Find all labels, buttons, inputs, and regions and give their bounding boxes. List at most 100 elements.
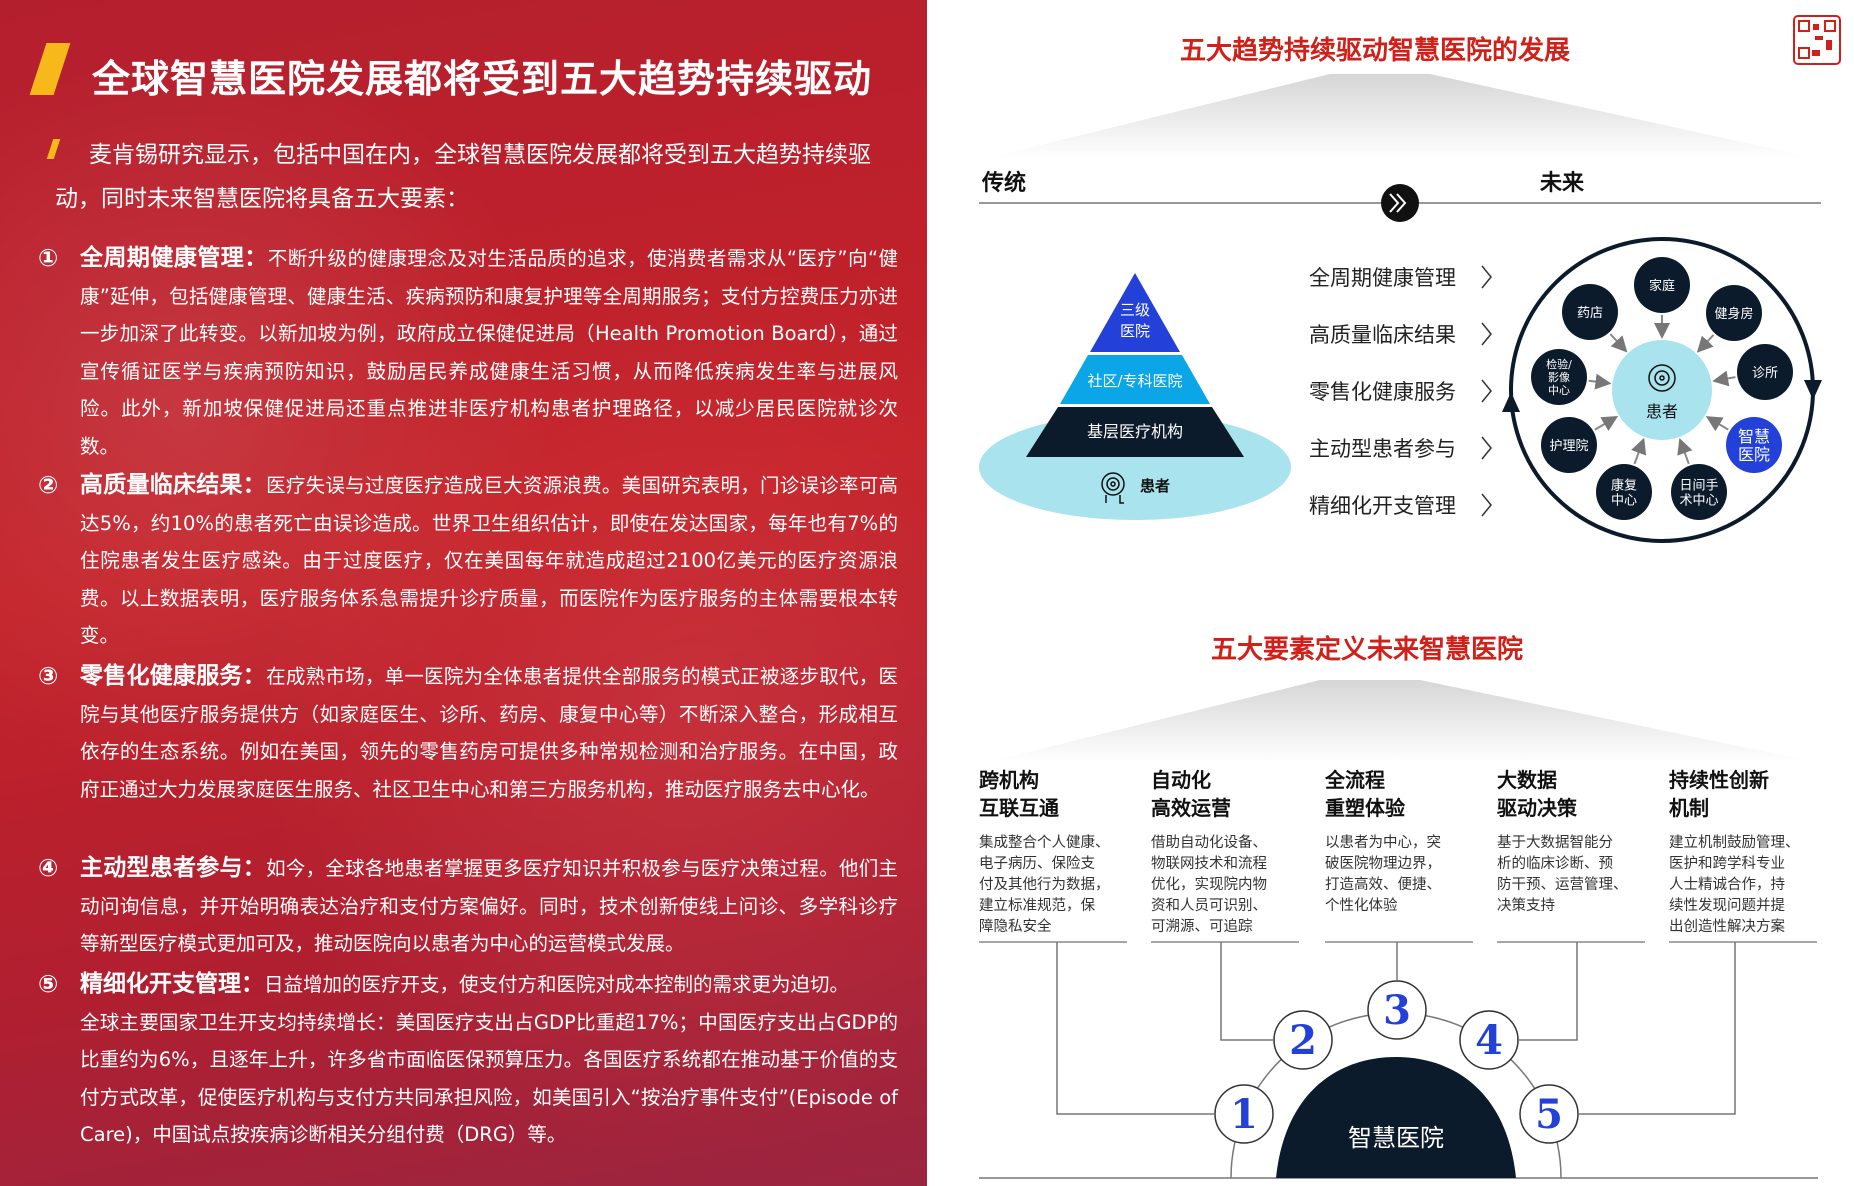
svg-text:日间手: 日间手 <box>1679 479 1718 494</box>
item-number: ① <box>38 244 59 272</box>
pyramid-tier-top: 医院 <box>1120 322 1150 340</box>
element-description-line: 决策支持 <box>1497 897 1555 914</box>
ecosystem-node: 药店 <box>1562 284 1618 340</box>
section-title-elements: 五大要素定义未来智慧医院 <box>1211 634 1523 665</box>
arrow-icon <box>1594 415 1619 431</box>
item-text: 不断升级的健康理念及对生活品质的追求，使消费者需求从“医疗”向“健康”延伸，包括… <box>80 247 899 458</box>
element-heading: 重塑体验 <box>1325 796 1405 820</box>
item-heading: 全周期健康管理： <box>80 245 268 271</box>
svg-text:4: 4 <box>1475 1017 1503 1064</box>
ecosystem-node: 护理院 <box>1541 417 1597 473</box>
item-heading: 高质量临床结果： <box>80 472 267 498</box>
patient-center-label: 患者 <box>1646 402 1678 421</box>
elements-columns: 跨机构互联互通集成整合个人健康、电子病历、保险支付及其他行为数据，建立标准规范，… <box>979 768 1817 943</box>
svg-text:诊所: 诊所 <box>1752 366 1778 381</box>
element-heading: 跨机构 <box>979 768 1039 792</box>
page-title: 全球智慧医院发展都将受到五大趋势持续驱动 <box>92 57 873 101</box>
item-heading: 精细化开支管理： <box>80 971 264 997</box>
item-number: ② <box>38 471 59 499</box>
svg-text:术中心: 术中心 <box>1679 494 1718 509</box>
element-heading: 驱动决策 <box>1497 796 1578 820</box>
element-number-badge: 4 <box>1459 1010 1519 1070</box>
element-description-line: 破医院物理边界， <box>1325 855 1441 872</box>
svg-text:检验/: 检验/ <box>1546 357 1572 371</box>
trend-list-item: 主动型患者参与 <box>1309 437 1456 461</box>
chevron-right-icon <box>1481 436 1492 460</box>
element-column: 持续性创新机制建立机制鼓励管理、医护和跨学科专业人士精诚合作，持续性发现问题并提… <box>1669 768 1817 943</box>
element-description-line: 建立机制鼓励管理、 <box>1669 834 1800 851</box>
arrow-icon <box>1696 334 1715 353</box>
element-description-line: 打造高效、便捷、 <box>1325 876 1441 893</box>
element-description-line: 物联网技术和流程 <box>1151 855 1267 872</box>
chevron-right-icon <box>1481 493 1492 517</box>
trend-item-2: ② 高质量临床结果：医疗失误与过度医疗造成巨大资源浪费。美国研究表明，门诊误诊率… <box>38 467 898 655</box>
element-description-line: 析的临床诊断、预 <box>1497 855 1613 872</box>
element-description-line: 基于大数据智能分 <box>1497 834 1613 851</box>
label-future: 未来 <box>1540 170 1585 196</box>
trend-list-item: 高质量临床结果 <box>1309 323 1456 347</box>
svg-text:2: 2 <box>1289 1017 1317 1064</box>
element-description-line: 优化，实现院内物 <box>1151 876 1267 893</box>
svg-text:中心: 中心 <box>1548 384 1570 397</box>
svg-text:3: 3 <box>1383 987 1411 1034</box>
svg-text:5: 5 <box>1535 1091 1563 1138</box>
patient-center <box>1612 340 1712 440</box>
element-heading: 大数据 <box>1497 768 1557 792</box>
ecosystem-node: 诊所 <box>1737 344 1793 400</box>
ecosystem-node: 智慧医院 <box>1726 417 1782 473</box>
trend-item-4: ④ 主动型患者参与：如今，全球各地患者掌握更多医疗知识并积极参与医疗决策过程。他… <box>38 850 898 963</box>
svg-text:健身房: 健身房 <box>1714 306 1753 322</box>
trend-list-item: 零售化健康服务 <box>1309 380 1456 404</box>
pyramid-patient-label: 患者 <box>1140 477 1170 495</box>
svg-text:1: 1 <box>1230 1091 1258 1138</box>
element-description-line: 电子病历、保险支 <box>979 855 1095 872</box>
arrow-icon <box>1712 370 1736 387</box>
patient-head-icon <box>1648 364 1676 392</box>
element-description-line: 人士精诚合作，持 <box>1669 876 1785 893</box>
intro-paragraph: 麦肯锡研究显示，包括中国在内，全球智慧医院发展都将受到五大趋势持续驱动，同时未来… <box>55 142 871 212</box>
element-description-line: 集成整合个人健康、 <box>979 834 1110 851</box>
trend-item-5: ⑤ 精细化开支管理：日益增加的医疗开支，使支付方和医院对成本控制的需求更为迫切。… <box>38 966 898 1154</box>
trend-item-3: ③ 零售化健康服务：在成熟市场，单一医院为全体患者提供全部服务的模式正被逐步取代… <box>38 658 898 808</box>
item-number: ④ <box>38 854 59 882</box>
fan-decoration <box>988 74 1815 158</box>
item-text-continued: 全球主要国家卫生开支均持续增长：美国医疗支出占GDP比重超17%；中国医疗支出占… <box>80 1010 898 1147</box>
arrow-icon <box>1631 437 1647 465</box>
element-heading: 互联互通 <box>979 796 1059 820</box>
element-column: 自动化高效运营借助自动化设备、物联网技术和流程优化，实现院内物资和人员可识别、可… <box>1151 768 1299 943</box>
trend-list-item: 精细化开支管理 <box>1309 494 1456 518</box>
dome-shape <box>1276 1057 1516 1178</box>
patient-head-icon <box>1101 472 1125 504</box>
ecosystem-node: 康复中心 <box>1596 464 1652 520</box>
element-description-line: 建立标准规范，保 <box>979 897 1095 914</box>
element-description-line: 以患者为中心，突 <box>1325 834 1441 851</box>
ecosystem-node: 家庭 <box>1634 257 1690 313</box>
pyramid-tier-base: 基层医疗机构 <box>1087 422 1183 441</box>
label-traditional: 传统 <box>981 170 1026 196</box>
svg-text:中心: 中心 <box>1611 494 1637 509</box>
connector-line <box>1519 942 1578 1041</box>
traditional-pyramid: 三级 医院 社区/专科医院 基层医疗机构 患者 <box>979 273 1291 520</box>
element-heading: 高效运营 <box>1151 796 1231 820</box>
element-description-line: 借助自动化设备、 <box>1151 834 1267 851</box>
element-description-line: 医护和跨学科专业 <box>1669 855 1785 872</box>
trend-list-item: 全周期健康管理 <box>1309 266 1456 290</box>
element-description-line: 可溯源、可追踪 <box>1151 918 1253 935</box>
element-heading: 全流程 <box>1324 768 1385 792</box>
dome-label: 智慧医院 <box>1348 1124 1444 1152</box>
element-number-badge: 5 <box>1519 1084 1579 1144</box>
arrow-down-icon <box>1804 380 1822 400</box>
svg-text:影像: 影像 <box>1548 371 1570 384</box>
chevron-right-icon <box>1481 322 1492 346</box>
element-column: 跨机构互联互通集成整合个人健康、电子病历、保险支付及其他行为数据，建立标准规范，… <box>979 768 1127 943</box>
element-heading: 机制 <box>1669 796 1709 820</box>
item-heading: 主动型患者参与： <box>80 855 267 881</box>
element-heading: 自动化 <box>1151 768 1211 792</box>
svg-text:家庭: 家庭 <box>1649 278 1675 294</box>
element-description-line: 防干预、运营管理、 <box>1497 876 1628 893</box>
forward-arrow-icon <box>1381 184 1419 222</box>
